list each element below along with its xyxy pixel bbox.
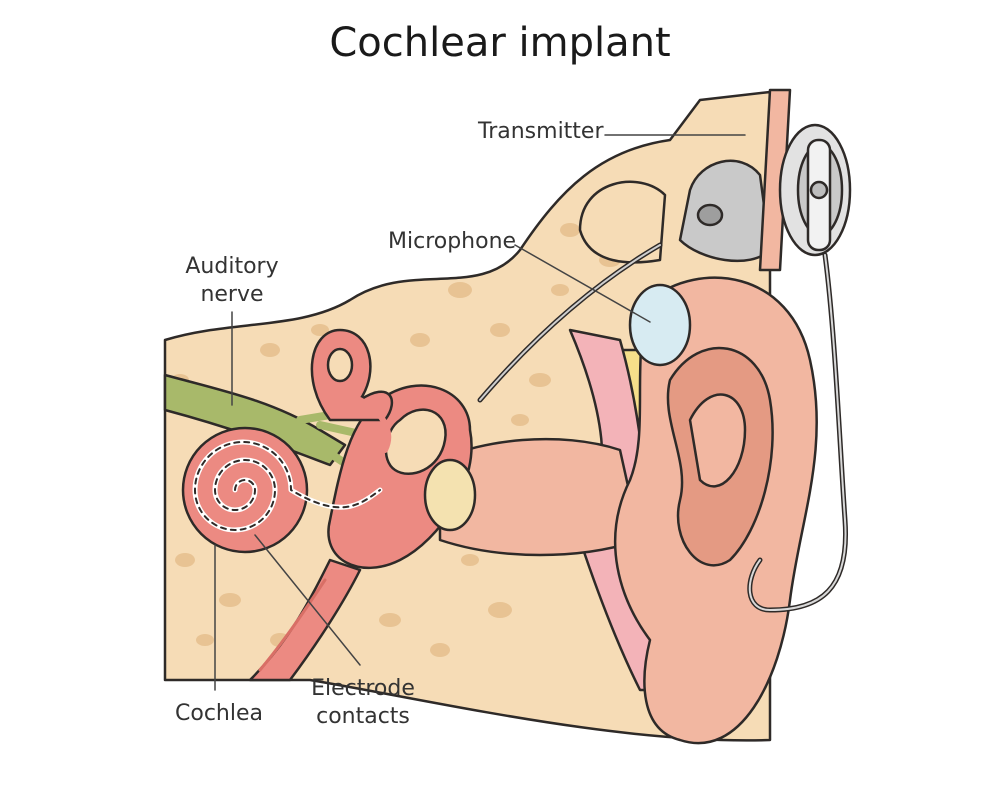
leader-lines <box>214 134 746 691</box>
label-transmitter: Transmitter <box>478 119 604 144</box>
label-auditory-nerve: Auditory nerve <box>172 253 292 309</box>
skin-strip <box>758 88 792 272</box>
label-microphone: Microphone <box>388 229 517 254</box>
mastoid-cavity <box>578 180 667 264</box>
label-electrode-contacts: Electrode contacts <box>298 675 428 731</box>
bone-spots <box>171 223 621 657</box>
transmitter-center-icon <box>809 180 829 200</box>
label-electrode-line1: Electrode <box>311 676 415 701</box>
label-auditory-nerve-line1: Auditory <box>185 254 279 279</box>
eardrum <box>423 458 477 532</box>
auditory-nerve <box>163 373 347 467</box>
microphone-unit <box>628 283 692 367</box>
cochlea <box>181 426 309 554</box>
label-cochlea: Cochlea <box>175 701 263 726</box>
label-electrode-line2: contacts <box>316 704 410 729</box>
ear-fold <box>688 393 747 488</box>
processor-button <box>696 203 724 227</box>
leader-electrode <box>254 534 361 666</box>
leader-microphone <box>514 244 651 323</box>
label-auditory-nerve-line2: nerve <box>200 282 264 307</box>
diagram-title: Cochlear implant <box>329 20 671 66</box>
